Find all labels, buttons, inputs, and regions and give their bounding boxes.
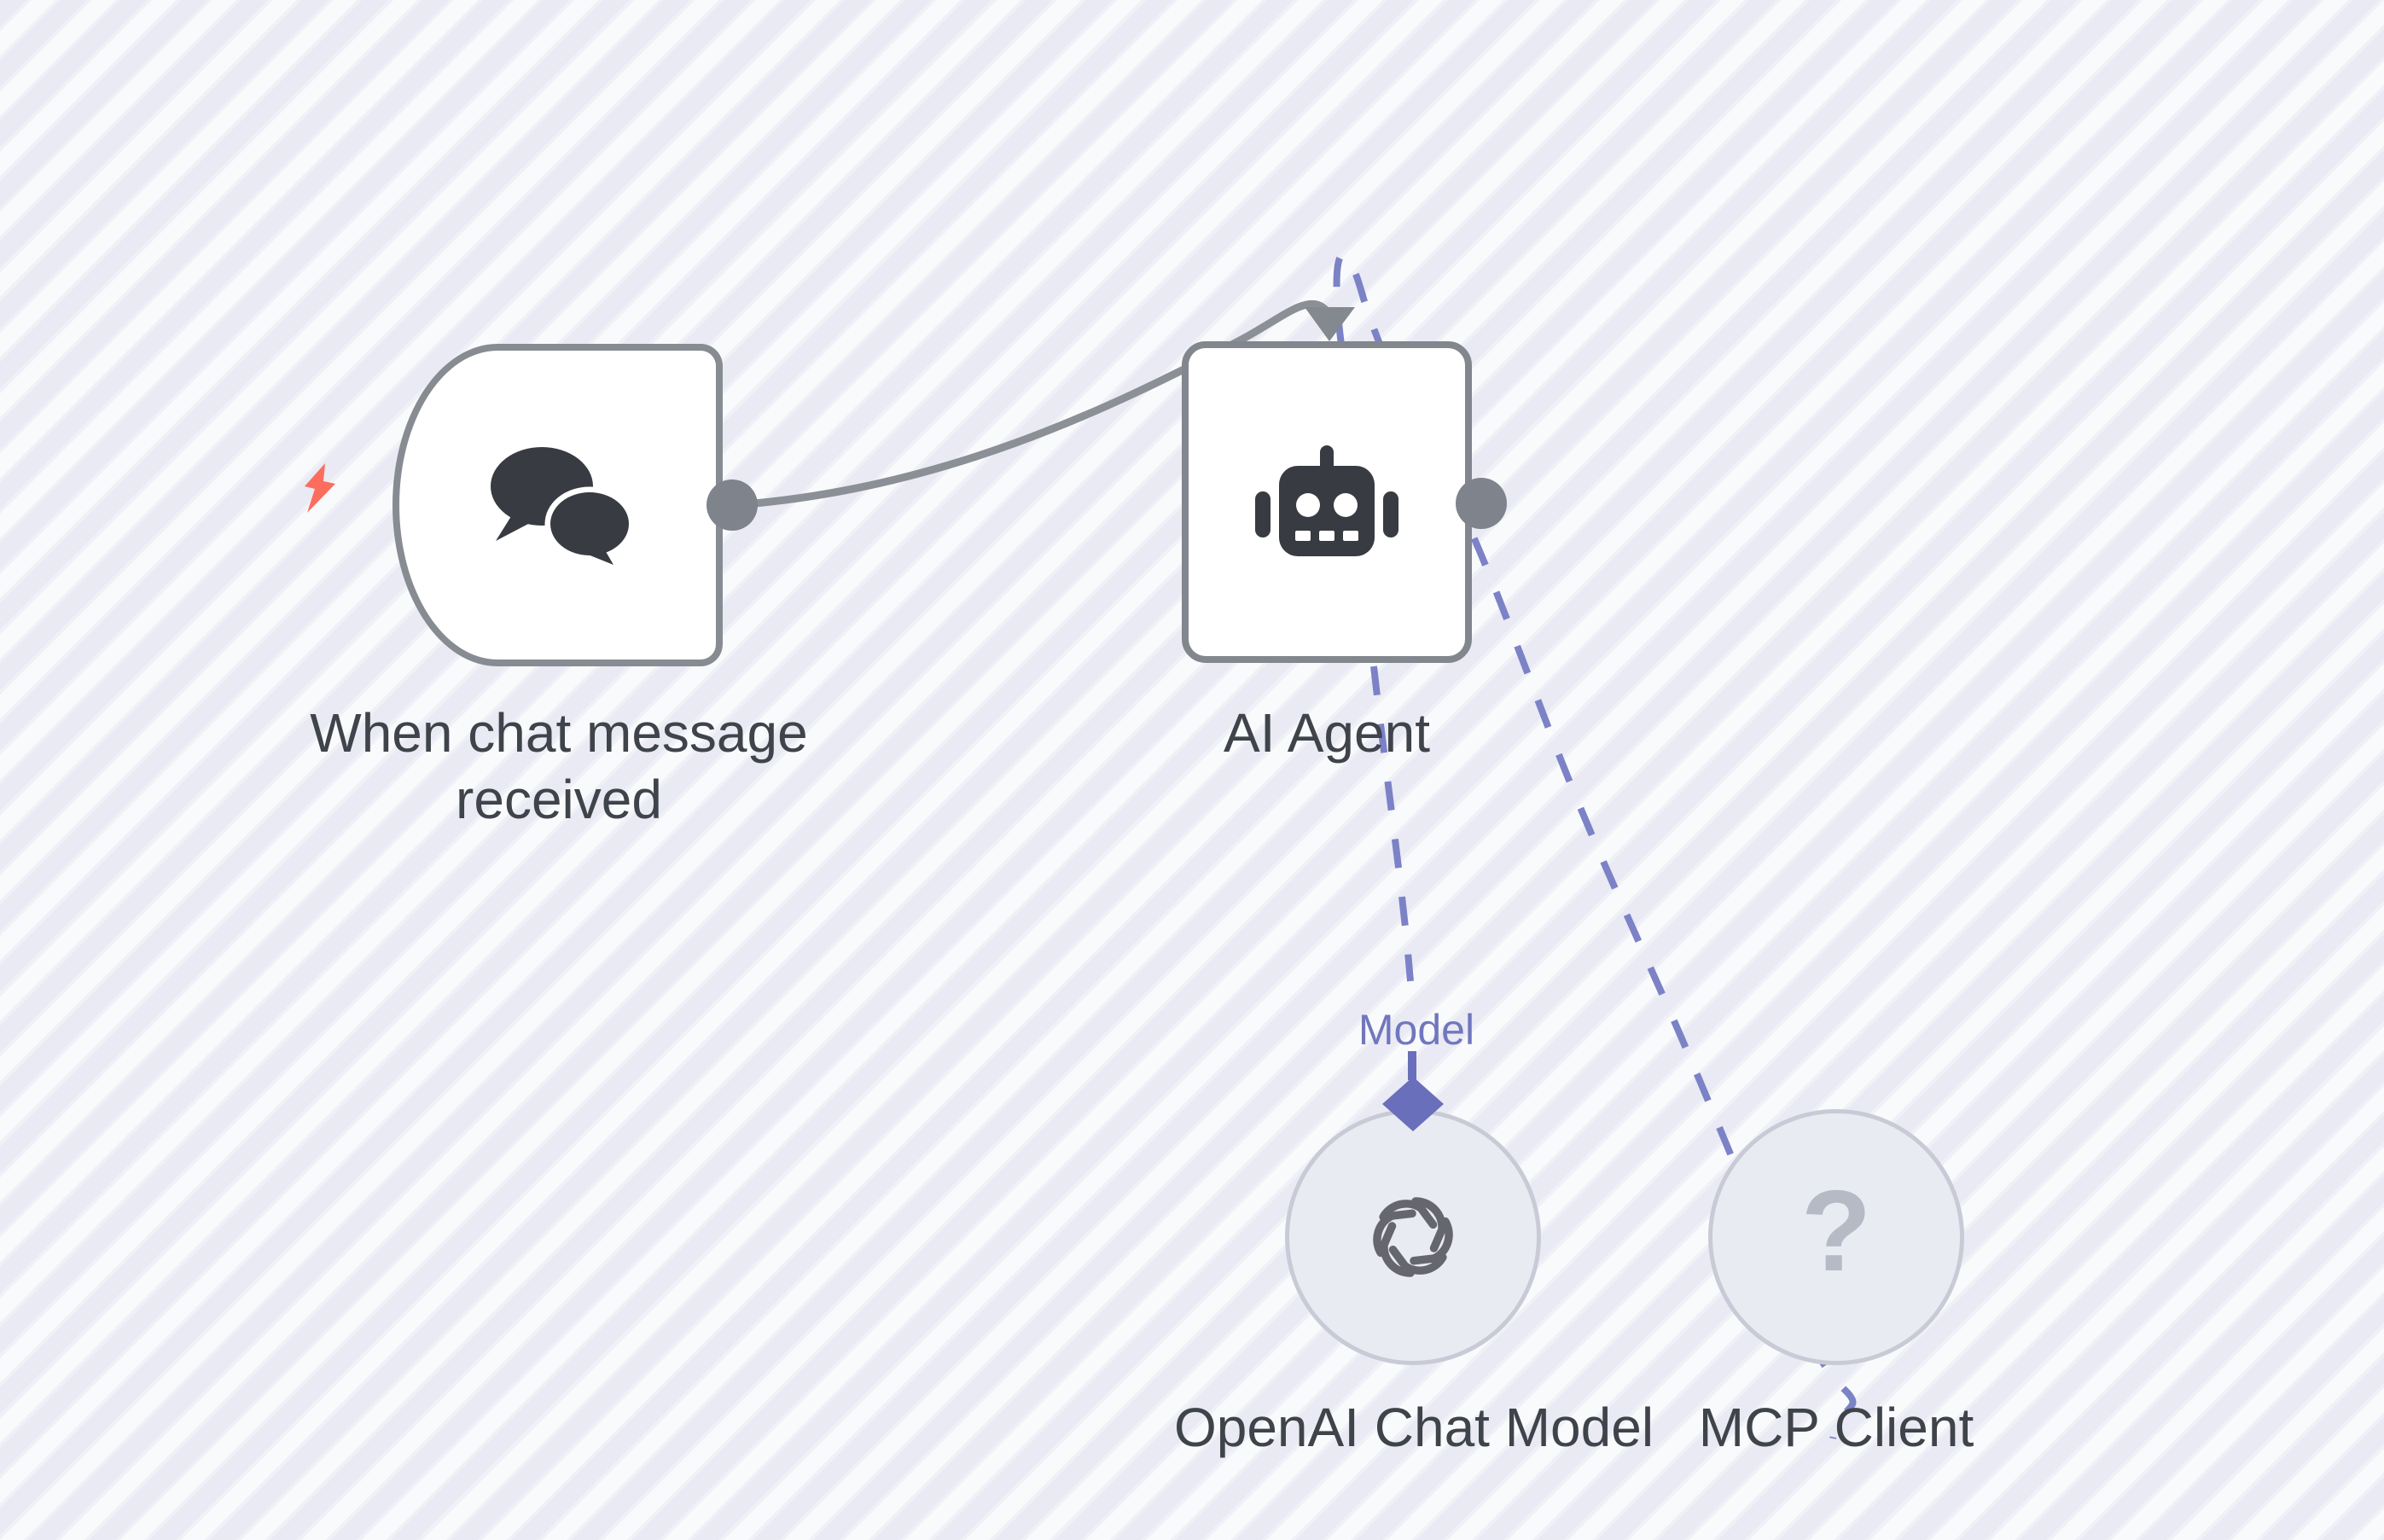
agent-output-port[interactable] <box>1456 478 1507 529</box>
agent-input-arrow-icon <box>1305 307 1355 341</box>
mcp-node-label: MCP Client <box>1698 1397 1974 1458</box>
node-ai-agent[interactable] <box>1182 341 1472 663</box>
node-openai-chat-model[interactable] <box>1285 1109 1541 1365</box>
trigger-label-line2: received <box>456 769 662 830</box>
openai-logo-icon <box>1373 1197 1453 1277</box>
model-input-diamond-port[interactable] <box>1382 1077 1444 1131</box>
question-mark-icon: ? <box>1800 1165 1872 1295</box>
agent-node-label: AI Agent <box>1224 702 1430 764</box>
node-when-chat-message-received[interactable] <box>392 344 723 666</box>
connection-tool[interactable] <box>1333 251 1857 1439</box>
lightning-bolt-icon <box>305 463 335 513</box>
trigger-node-label: When chat message received <box>310 700 807 833</box>
chat-bubbles-icon <box>490 447 631 565</box>
model-connection-label: Model <box>1358 1006 1475 1054</box>
trigger-label-line1: When chat message <box>310 702 808 764</box>
openai-node-label: OpenAI Chat Model <box>1173 1397 1654 1458</box>
trigger-output-port[interactable] <box>706 479 758 531</box>
node-mcp-client[interactable]: ? <box>1708 1109 1964 1365</box>
robot-icon <box>1255 445 1398 556</box>
